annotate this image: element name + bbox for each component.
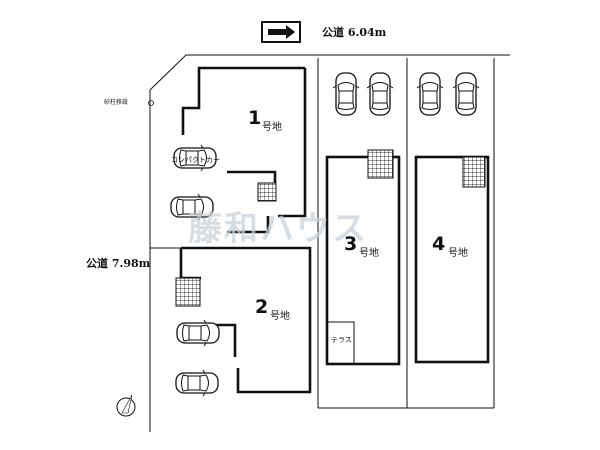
lot-2-number: 2 [255, 296, 268, 318]
site-boundary [149, 54, 510, 432]
car-icon [176, 319, 220, 347]
direction-arrow-icon [261, 21, 301, 43]
car-icon [452, 72, 480, 116]
lot-4-suffix: 号地 [448, 246, 468, 259]
terrace-outline [327, 321, 355, 364]
lot-4-entry-tile [462, 156, 486, 188]
lot-4-number: 4 [432, 233, 445, 255]
lot-2-suffix: 号地 [270, 309, 290, 322]
lot-1-number: 1 [248, 107, 261, 129]
lot-2-entry-tile [175, 277, 201, 307]
lot-1-entry-tile [257, 182, 277, 202]
top-road-label: 公道 6.04m [322, 25, 387, 39]
north-compass-icon [116, 394, 136, 417]
lot-3-suffix: 号地 [359, 246, 379, 259]
car-icon [175, 369, 219, 397]
watermark-text: 藤和ハウス [188, 209, 368, 249]
compact-car-label: コンパクトカー [171, 156, 220, 164]
left-road-label: 公道 7.98m [86, 256, 151, 270]
lot-2-building [179, 246, 312, 394]
lot-3-entry-tile [367, 149, 394, 179]
car-icon [332, 72, 360, 116]
lot-3-number: 3 [344, 233, 357, 255]
marker-label: 砂柱移設 [104, 98, 128, 106]
lot-1-suffix: 号地 [262, 120, 282, 133]
lot-3-building [325, 155, 401, 366]
car-icon [366, 72, 394, 116]
terrace-label: テラス [331, 336, 352, 344]
lot-1-building [181, 66, 307, 234]
marker-point [148, 100, 154, 106]
car-icon [416, 72, 444, 116]
lot-4-building [414, 155, 490, 364]
